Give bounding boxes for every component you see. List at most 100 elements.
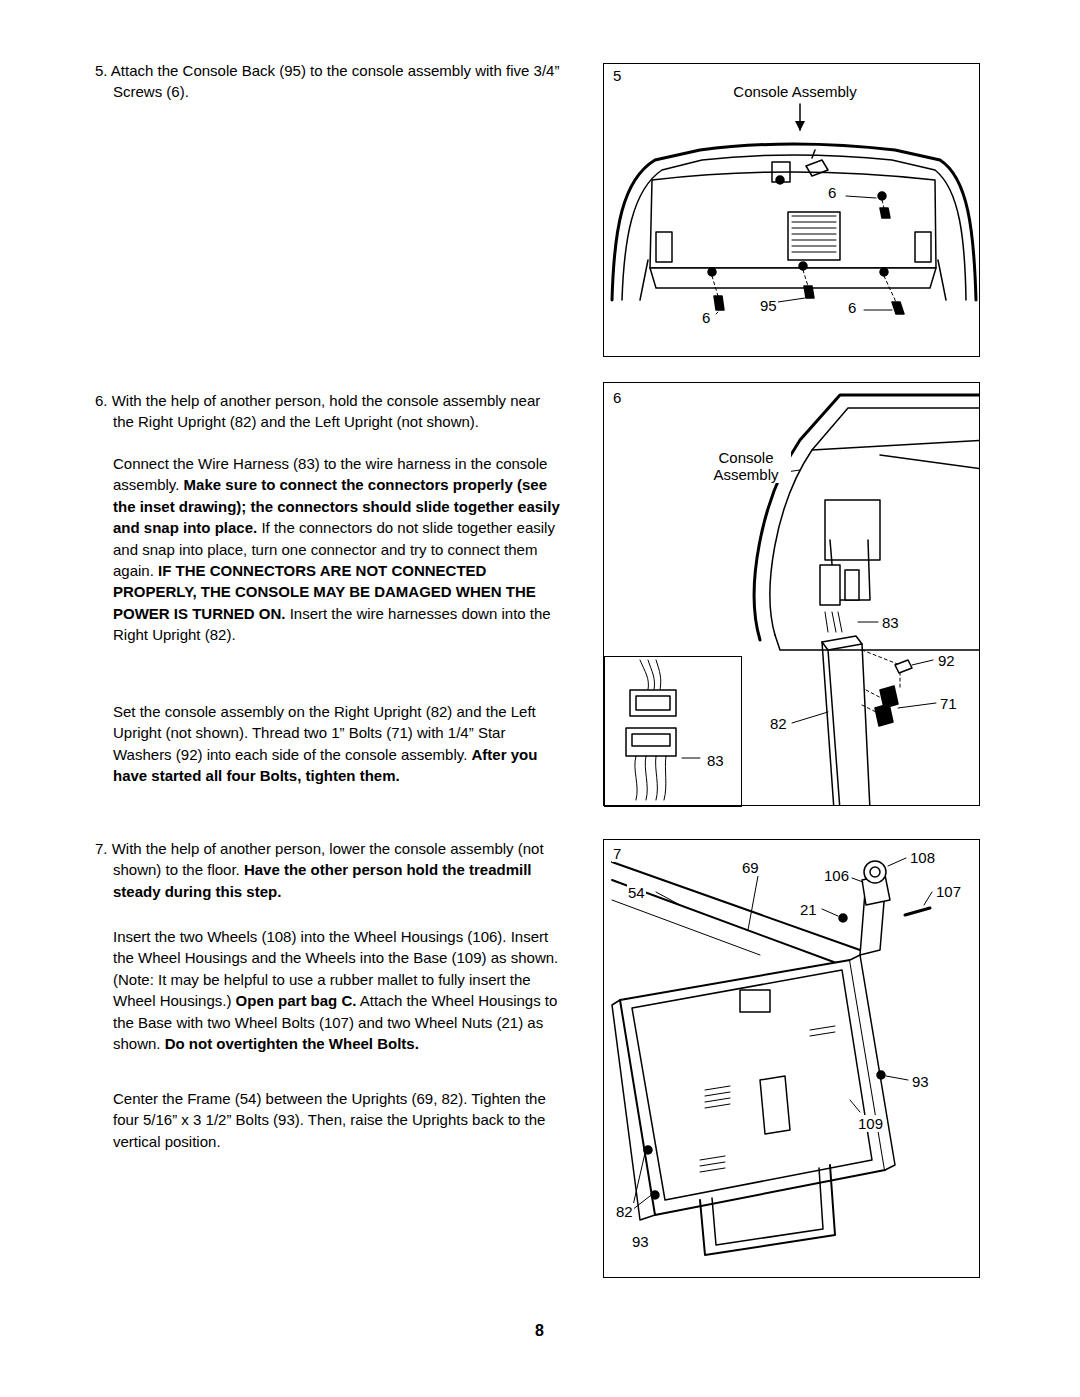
base-wheel-drawing xyxy=(632,970,872,1200)
base-wheel-drawing xyxy=(877,1071,885,1079)
callout-number: 109 xyxy=(857,1115,884,1132)
console-upright-drawing xyxy=(825,500,880,560)
instruction-paragraph: Set the console assembly on the Right Up… xyxy=(113,701,565,787)
step-number: 5 xyxy=(612,67,622,84)
console-back-drawing xyxy=(712,276,718,296)
callout-number: 106 xyxy=(823,867,850,884)
connector-inset-drawing xyxy=(635,756,666,800)
console-upright-drawing xyxy=(898,703,936,708)
instruction-paragraph: Insert the two Wheels (108) into the Whe… xyxy=(113,926,565,1054)
console-back-drawing xyxy=(846,196,876,198)
connector-inset-drawing xyxy=(682,758,700,759)
step-number: 6 xyxy=(612,389,622,406)
console-back-drawing xyxy=(716,312,718,314)
base-wheel-drawing xyxy=(760,1076,790,1134)
console-upright-drawing xyxy=(895,660,912,673)
instruction-paragraph: 5. Attach the Console Back (95) to the c… xyxy=(95,60,565,103)
base-wheel-drawing xyxy=(620,960,885,1215)
callout-number: 71 xyxy=(939,695,958,712)
instruction-text: 5. Attach the Console Back (95) to the c… xyxy=(95,62,559,100)
callout-number: 83 xyxy=(881,614,900,631)
console-back-drawing xyxy=(792,216,836,252)
console-upright-drawing xyxy=(912,660,933,665)
console-upright-drawing xyxy=(825,612,842,632)
console-back-drawing xyxy=(656,232,672,262)
base-wheel-drawing xyxy=(822,909,838,916)
base-wheel-drawing xyxy=(700,1165,835,1255)
base-wheel-drawing xyxy=(905,908,930,915)
connector-inset-drawing xyxy=(630,690,676,716)
console-back-drawing xyxy=(708,268,716,276)
console-back-drawing xyxy=(612,104,976,314)
warning-text: Open part bag C. xyxy=(236,992,357,1009)
base-wheel-drawing xyxy=(700,1026,835,1172)
console-back-drawing xyxy=(803,270,808,286)
callout-number: 6 xyxy=(847,299,857,316)
base-wheel-drawing xyxy=(612,862,860,968)
base-wheel-drawing xyxy=(612,858,932,1255)
base-wheel-drawing xyxy=(886,1076,908,1080)
callout-number: 21 xyxy=(799,901,818,918)
console-back-drawing xyxy=(915,232,931,262)
connector-inset-drawing xyxy=(632,734,670,746)
console-back-drawing xyxy=(622,155,966,300)
console-upright-drawing xyxy=(775,635,979,650)
console-upright-drawing xyxy=(822,636,862,650)
console-upright-drawing xyxy=(820,565,840,605)
console-back-drawing xyxy=(884,276,896,302)
warning-text: Do not overtighten the Wheel Bolts. xyxy=(165,1035,419,1052)
base-wheel-drawing xyxy=(864,861,886,883)
base-wheel-drawing xyxy=(705,1086,730,1108)
console-back-drawing xyxy=(778,298,805,302)
console-upright-drawing xyxy=(862,650,900,715)
base-wheel-drawing xyxy=(850,1100,860,1112)
callout-number: 6 xyxy=(701,309,711,326)
console-back-drawing xyxy=(650,268,936,288)
base-wheel-drawing xyxy=(712,1168,823,1245)
console-back-drawing xyxy=(776,176,784,184)
base-wheel-drawing xyxy=(852,878,863,882)
base-wheel-drawing xyxy=(612,900,760,955)
console-upright-drawing xyxy=(812,440,979,470)
console-back-drawing xyxy=(878,192,886,200)
base-wheel-drawing xyxy=(924,892,932,905)
instruction-paragraph: 6. With the help of another person, hold… xyxy=(95,390,565,433)
page-number: 8 xyxy=(535,1322,544,1340)
console-back-drawing xyxy=(612,144,976,300)
callout-number: 54 xyxy=(627,884,646,901)
console-back-drawing xyxy=(882,200,884,208)
callout-number: Console Assembly xyxy=(719,83,871,100)
console-back-drawing xyxy=(799,104,801,130)
console-upright-drawing xyxy=(845,570,859,600)
connector-inset-drawing xyxy=(626,728,676,756)
connector-inset-drawing xyxy=(626,660,700,800)
base-wheel-drawing xyxy=(888,858,906,866)
console-back-drawing xyxy=(714,296,724,310)
console-back-drawing xyxy=(712,200,896,302)
instruction-paragraph: Connect the Wire Harness (83) to the wir… xyxy=(113,453,565,646)
base-wheel-drawing xyxy=(632,1153,645,1210)
base-wheel-drawing xyxy=(740,990,770,1012)
console-back-drawing xyxy=(650,172,936,268)
base-wheel-drawing xyxy=(839,914,847,922)
console-back-drawing xyxy=(812,150,815,158)
console-back-drawing xyxy=(864,310,892,311)
callout-number: 93 xyxy=(911,1073,930,1090)
console-upright-drawing xyxy=(770,408,979,635)
console-upright-drawing xyxy=(862,650,900,690)
console-back-drawing xyxy=(788,212,840,260)
base-wheel-drawing xyxy=(850,955,895,1170)
console-upright-drawing xyxy=(754,395,979,640)
console-back-drawing xyxy=(714,208,904,314)
base-wheel-drawing xyxy=(651,1191,659,1199)
console-upright-drawing xyxy=(875,704,893,726)
step-number: 7 xyxy=(612,845,622,862)
console-back-drawing xyxy=(892,302,904,314)
console-back-drawing xyxy=(880,208,890,218)
callout-number: 83 xyxy=(706,752,725,769)
console-upright-drawing xyxy=(858,622,878,623)
instruction-text: Center the Frame (54) between the Uprigh… xyxy=(113,1090,546,1150)
console-back-drawing xyxy=(880,268,888,276)
